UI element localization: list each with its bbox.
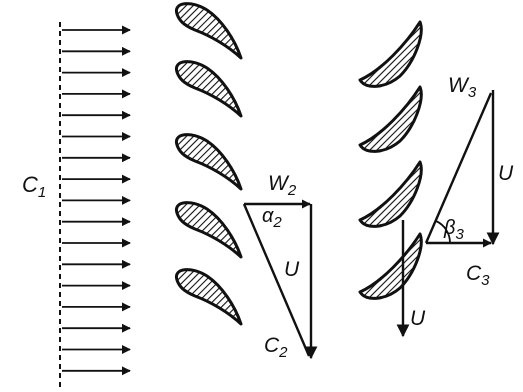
stator-velocity-triangle bbox=[242, 199, 318, 360]
w3-vector bbox=[424, 92, 493, 244]
beta3-label: β3 bbox=[443, 217, 464, 243]
u-label-right: U bbox=[498, 162, 514, 185]
stator-blade-row bbox=[174, 2, 243, 326]
stator-blade bbox=[174, 201, 243, 259]
rotor-blade-row bbox=[358, 20, 423, 300]
rotor-blade bbox=[358, 160, 423, 228]
stator-blade bbox=[174, 2, 243, 60]
c2-label: C2 bbox=[264, 334, 288, 361]
w3-label: W3 bbox=[448, 74, 477, 101]
c2-vector bbox=[242, 203, 311, 357]
stator-blade bbox=[174, 268, 243, 326]
rotor-blade bbox=[358, 85, 423, 153]
alpha2-label: α2 bbox=[262, 205, 282, 231]
inlet-flow-arrows bbox=[62, 25, 131, 376]
stator-blade bbox=[174, 133, 243, 191]
beta3-angle-arc bbox=[435, 220, 451, 244]
stator-blade bbox=[174, 60, 243, 118]
c1-label: C1 bbox=[22, 172, 46, 201]
u-label-left: U bbox=[284, 258, 300, 281]
rotor-blade bbox=[358, 232, 423, 300]
rotor-blade bbox=[358, 20, 423, 88]
u-label-bottom: U bbox=[410, 307, 426, 330]
w2-label: W2 bbox=[268, 172, 297, 199]
rotor-velocity-triangle bbox=[396, 90, 500, 338]
c3-label: C3 bbox=[466, 262, 490, 289]
